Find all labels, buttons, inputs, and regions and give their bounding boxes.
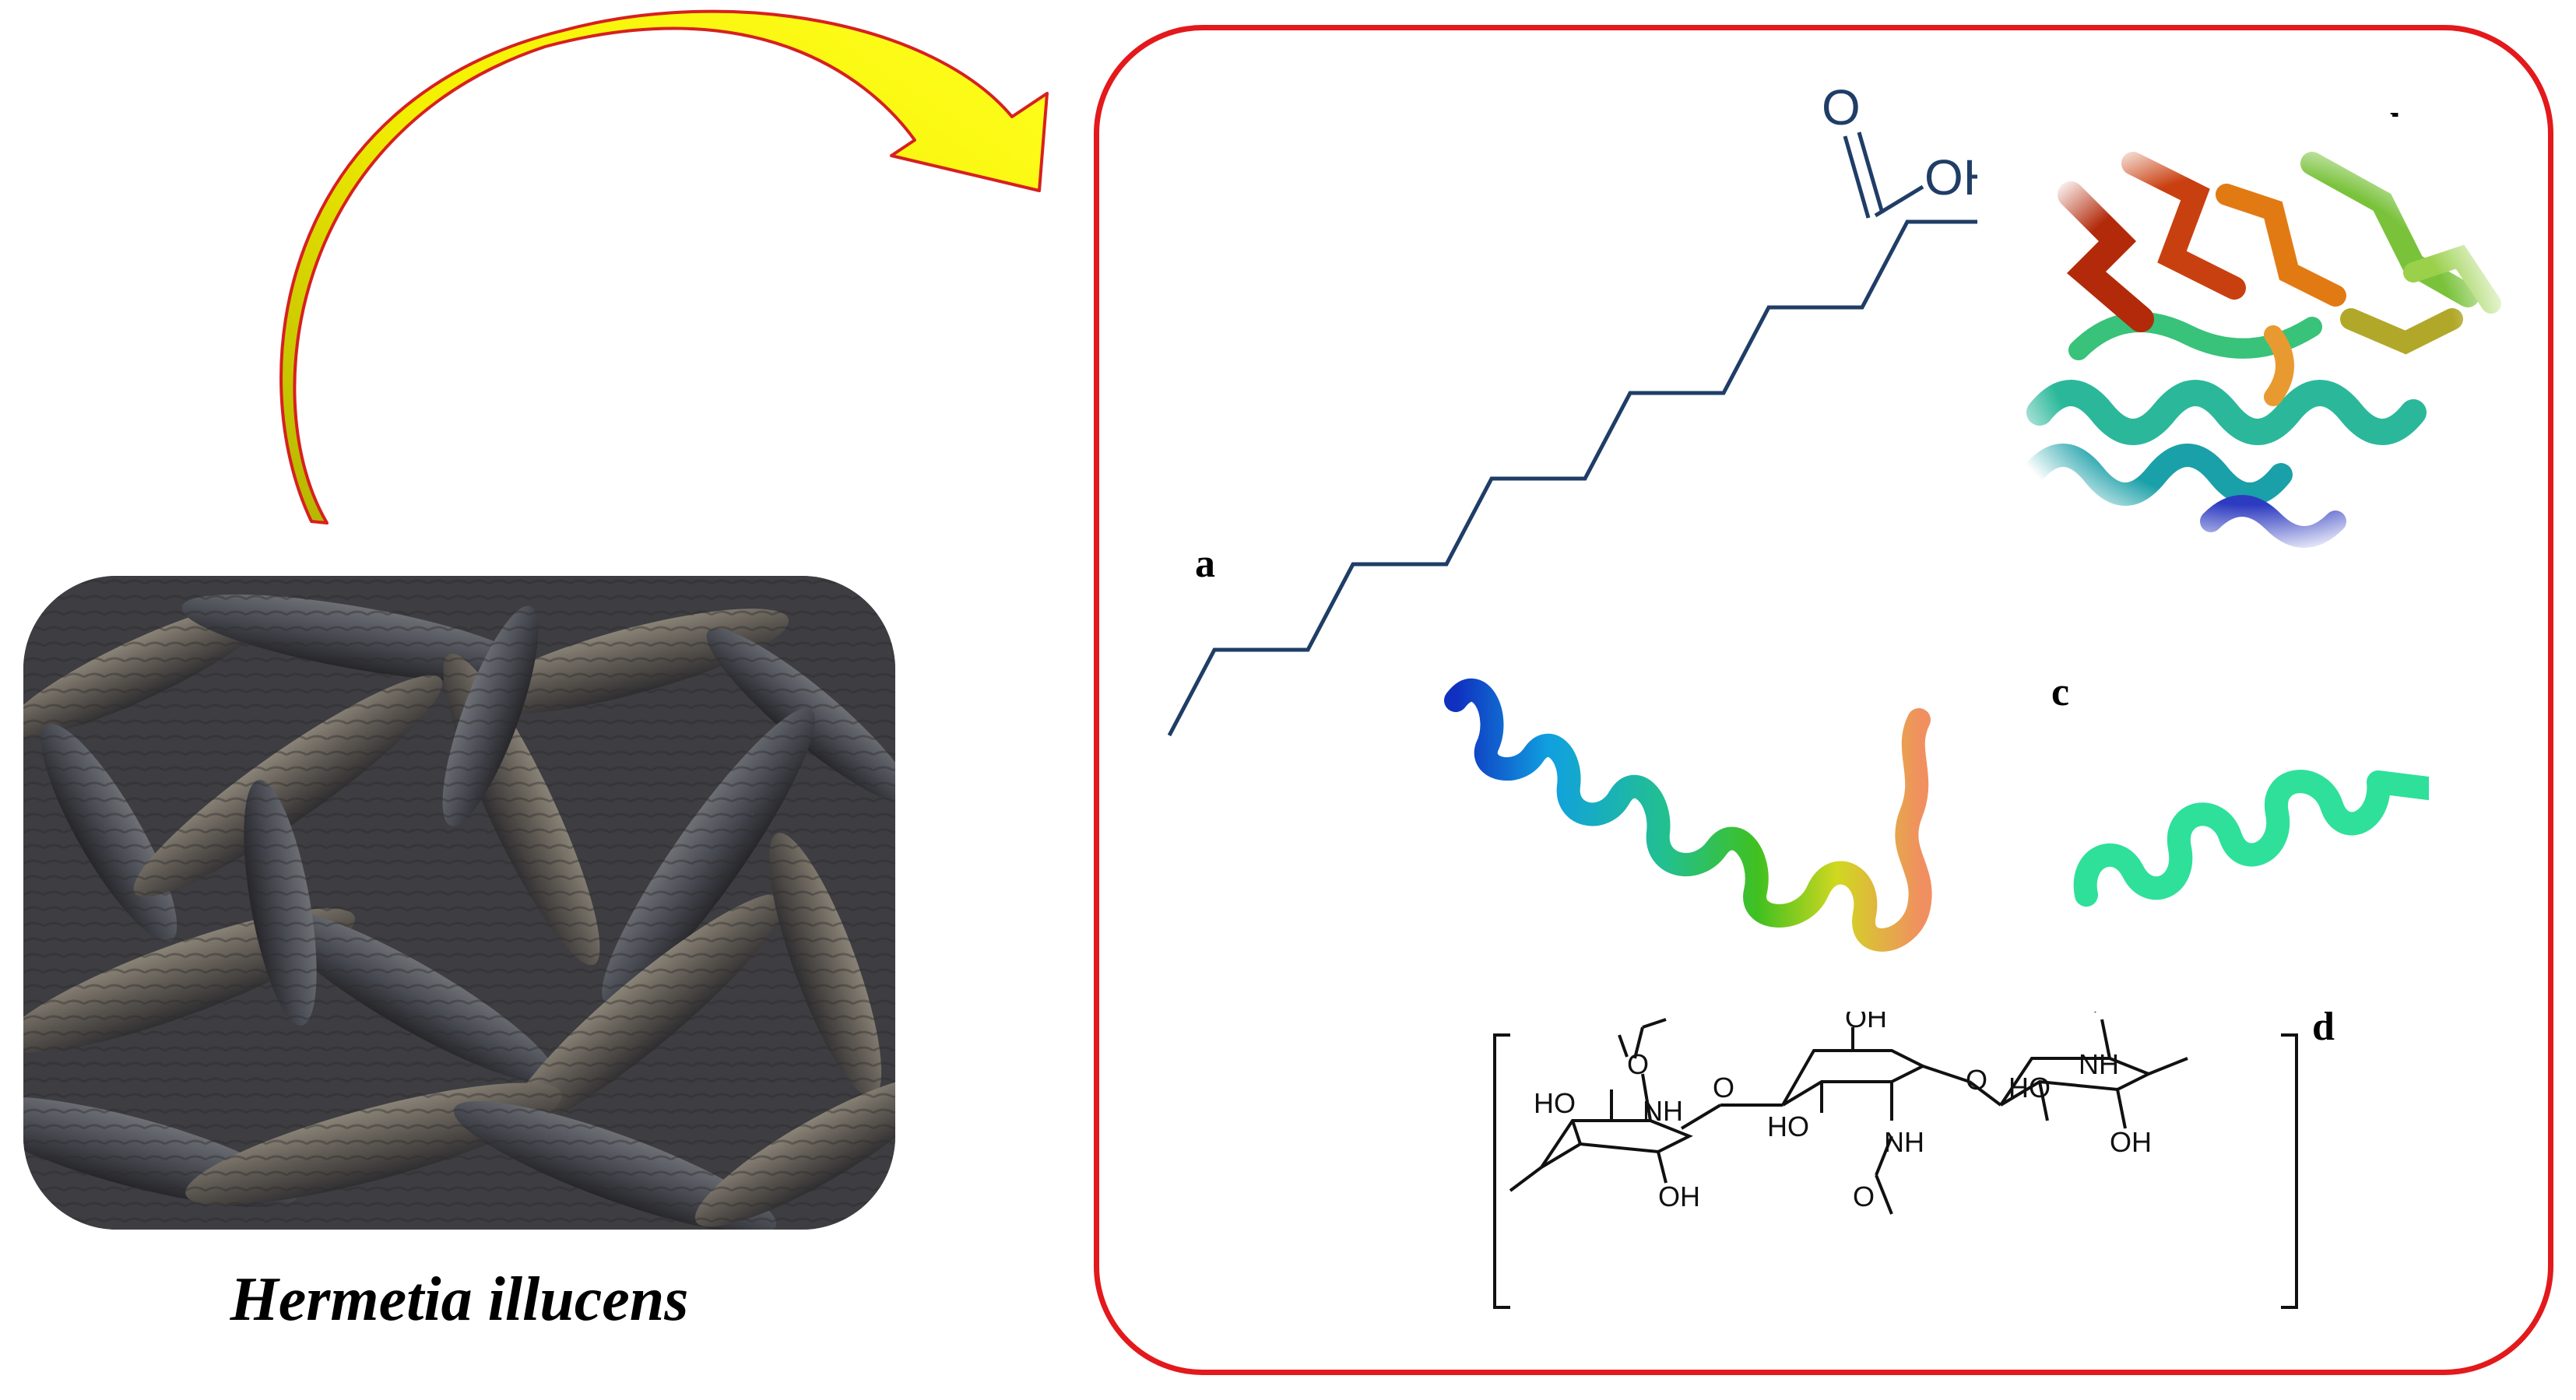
peptide-helix-c-rainbow — [1444, 679, 1932, 952]
ring1-oh: OH — [1658, 1181, 1700, 1212]
label-a: a — [1195, 542, 1215, 586]
arrow-shape — [279, 9, 1049, 525]
glycosidic-o-1: O — [1713, 1072, 1734, 1104]
fatty-acid-structure — [1167, 143, 2040, 737]
ring1-ho: HO — [1534, 1087, 1576, 1119]
ring2-carbonyl-o: O — [1853, 1181, 1875, 1212]
compound-panel — [1094, 25, 2553, 1375]
ring2-oh: OH — [1845, 1012, 1887, 1033]
protein-structure-b — [1977, 117, 2522, 560]
ring2-nh: NH — [1884, 1126, 1924, 1158]
larvae-photo — [23, 576, 895, 1230]
chitin-structure-d: HO NH O OH O OH HO NH O O HO NH OH — [1493, 1012, 2298, 1309]
glycosidic-o-2: O — [1966, 1064, 1987, 1096]
peptide-helix-c-green — [2073, 770, 2429, 907]
ring3-oh: OH — [2110, 1126, 2152, 1158]
carbonyl-oxygen: O — [1822, 79, 1861, 135]
ring3-ho: HO — [2008, 1072, 2051, 1104]
ring1-carbonyl-o: O — [1627, 1048, 1649, 1080]
label-c: c — [2051, 670, 2070, 714]
ring2-ho: HO — [1767, 1111, 1809, 1142]
fatty-acid-chain — [1167, 143, 2040, 737]
ring3-nh: NH — [2079, 1048, 2119, 1080]
ring1-nh: NH — [1643, 1095, 1683, 1127]
larvae-texture — [23, 576, 895, 1230]
species-caption: Hermetia illucens — [230, 1265, 689, 1334]
label-d: d — [2312, 1005, 2335, 1049]
